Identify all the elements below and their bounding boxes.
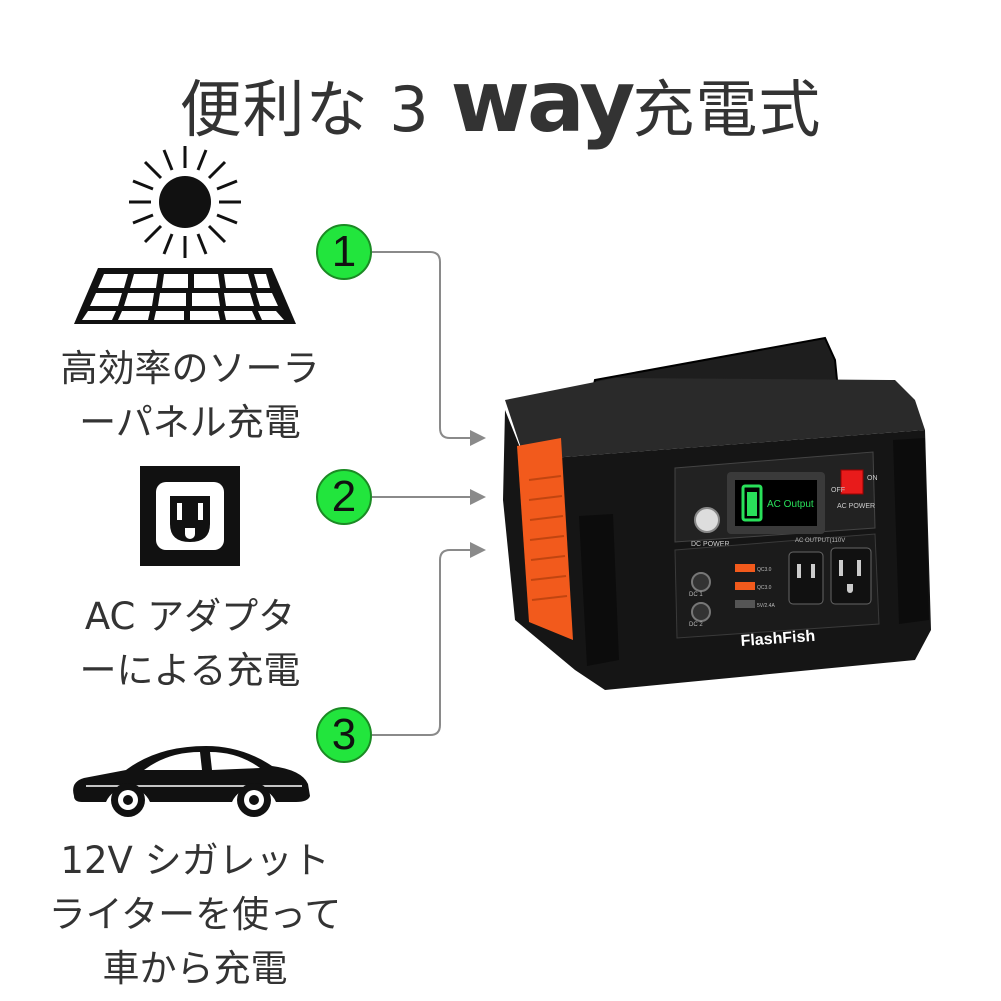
dc2-label: DC 2: [689, 622, 703, 628]
method-3-line1: 12V シガレット: [60, 839, 330, 882]
connector-line-3: [372, 549, 470, 736]
usb-port: [735, 600, 755, 608]
page-title: 便利な 3 way充電式: [0, 52, 1001, 152]
usb-qc-port-2: [735, 582, 755, 590]
sun-icon: [129, 146, 241, 258]
panel-grid: [74, 268, 296, 324]
arrow-2: [470, 489, 486, 505]
usb-qc-port-1: [735, 564, 755, 572]
title-suffix: 充電式: [632, 73, 822, 146]
connector-line-1: [372, 251, 470, 439]
step-number-2: 2: [331, 472, 357, 521]
title-prefix: 便利な 3: [179, 73, 451, 146]
method-2-line2: ーによる充電: [79, 649, 301, 692]
off-label: OFF: [831, 487, 845, 494]
method-2-line1: AC アダプタ: [84, 595, 296, 638]
method-3-line3: 車から充電: [102, 947, 288, 990]
method-1-line2: ーパネル充電: [79, 401, 301, 444]
method-label-3: 12V シガレット ライターを使って 車から充電: [30, 834, 360, 996]
dc-power-label: DC POWER: [691, 541, 730, 548]
method-1-line1: 高効率のソーラ: [60, 347, 320, 390]
step-badge-3: 3: [316, 707, 372, 763]
lower-panel: [674, 533, 880, 639]
on-label: ON: [867, 475, 878, 482]
method-3-line2: ライターを使って: [48, 893, 342, 936]
step-badge-1: 1: [316, 224, 372, 280]
right-grip: [893, 438, 929, 624]
dc2-port: [691, 602, 711, 622]
power-station-image: FlashFish AC Output DC POWER OFF ON AC P…: [503, 336, 931, 690]
ac-power-switch[interactable]: [840, 469, 864, 495]
car-icon: [73, 746, 310, 817]
battery-icon: [741, 484, 763, 522]
title-emphasis: way: [450, 52, 635, 152]
left-grip: [579, 514, 619, 666]
step-number-3: 3: [331, 710, 357, 759]
method-label-1: 高効率のソーラ ーパネル充電: [40, 342, 340, 450]
solar-panel-icon: [74, 146, 296, 324]
brand-front: FlashFish: [740, 628, 816, 650]
wall-outlet-icon: [140, 466, 240, 566]
step-number-1: 1: [331, 227, 357, 276]
qc-label-1: QC3.0: [757, 567, 772, 573]
dc1-port: [691, 572, 711, 592]
dc1-label: DC 1: [689, 592, 703, 598]
qc-label-2: QC3.0: [757, 585, 772, 591]
ac-outlet-2: [830, 547, 872, 605]
method-label-2: AC アダプタ ーによる充電: [40, 590, 340, 698]
ac-outlet-1: [788, 551, 824, 605]
step-badge-2: 2: [316, 469, 372, 525]
dc-power-button[interactable]: [694, 507, 720, 533]
arrow-1: [470, 430, 486, 446]
usb-label: 5V/2.4A: [757, 603, 775, 609]
body-top: [505, 378, 925, 460]
ac-output-label: AC OUTPUT(110V: [795, 538, 845, 544]
screen-text: AC Output: [767, 499, 814, 510]
ac-power-label: AC POWER: [837, 503, 875, 510]
arrow-3: [470, 542, 486, 558]
